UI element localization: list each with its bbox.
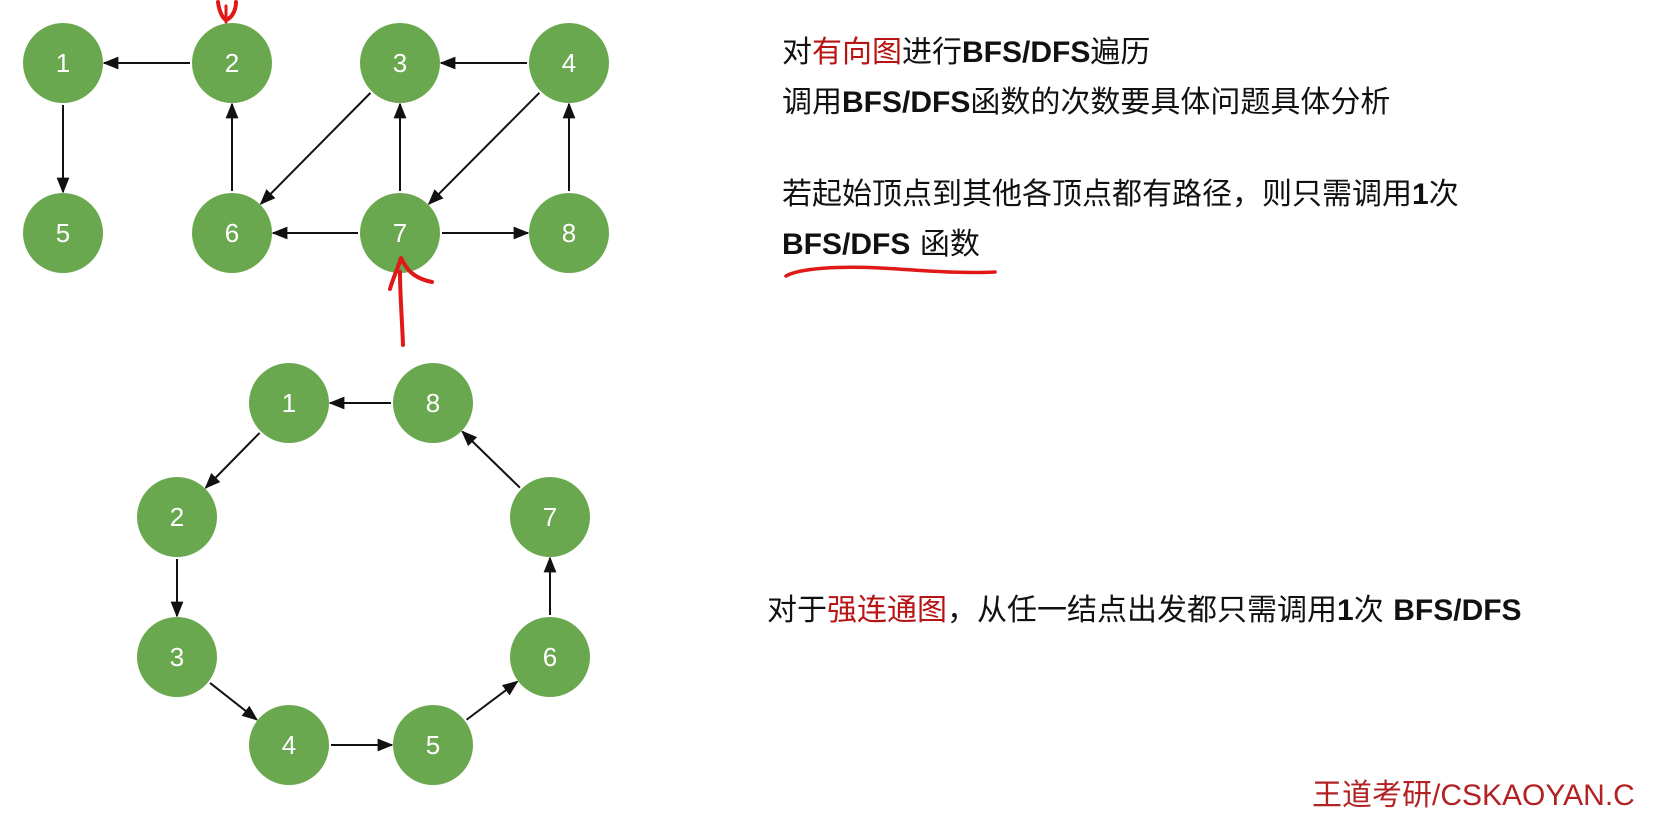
node-circle (137, 477, 217, 557)
node-label: 6 (543, 642, 557, 672)
top-node-2: 2 (192, 23, 272, 103)
watermark-footer: 王道考研/CSKAOYAN.C (1312, 779, 1635, 812)
node-circle (529, 193, 609, 273)
node-circle (192, 193, 272, 273)
top-node-5: 5 (23, 193, 103, 273)
node-label: 1 (282, 388, 296, 418)
bottom-node-5: 5 (393, 705, 473, 785)
bottom-node-2: 2 (137, 477, 217, 557)
node-label: 1 (56, 48, 70, 78)
node-circle (360, 23, 440, 103)
bottom-node-8: 8 (393, 363, 473, 443)
top-node-7: 7 (360, 193, 440, 273)
top-node-4: 4 (529, 23, 609, 103)
top-edge-4-to-7 (427, 92, 541, 206)
top-node-8: 8 (529, 193, 609, 273)
node-circle (23, 193, 103, 273)
text-line-1: 对有向图进行BFS/DFS遍历 (782, 35, 1151, 70)
node-label: 8 (426, 388, 440, 418)
text-line-2: 调用BFS/DFS函数的次数要具体问题具体分析 (782, 85, 1391, 120)
red-annotations (216, 0, 997, 347)
top-node-3: 3 (360, 23, 440, 103)
node-circle (510, 477, 590, 557)
red-underline-bfs-dfs (784, 265, 997, 278)
node-circle (393, 705, 473, 785)
node-circle (192, 23, 272, 103)
bottom-edge-1-to-2 (204, 432, 261, 489)
node-label: 4 (282, 730, 296, 760)
node-label: 2 (170, 502, 184, 532)
node-circle (510, 617, 590, 697)
bottom-node-4: 4 (249, 705, 329, 785)
bottom-node-1: 1 (249, 363, 329, 443)
node-circle (360, 193, 440, 273)
node-label: 4 (562, 48, 576, 78)
node-circle (23, 23, 103, 103)
node-label: 6 (225, 218, 239, 248)
node-label: 3 (170, 642, 184, 672)
bottom-node-7: 7 (510, 477, 590, 557)
node-circle (393, 363, 473, 443)
top-edge-3-to-6 (259, 92, 372, 205)
bottom-node-6: 6 (510, 617, 590, 697)
top-node-1: 1 (23, 23, 103, 103)
bottom-edge-5-to-6 (465, 680, 519, 721)
node-circle (137, 617, 217, 697)
node-label: 8 (562, 218, 576, 248)
node-circle (529, 23, 609, 103)
text-line-5: 对于强连通图，从任一结点出发都只需调用1次 BFS/DFS (767, 593, 1522, 628)
bottom-edge-3-to-4 (209, 682, 259, 721)
red-arrow-head-node-7 (388, 256, 434, 291)
node-label: 7 (393, 218, 407, 248)
text-line-3: 若起始顶点到其他各顶点都有路径，则只需调用1次 (782, 177, 1459, 212)
bottom-node-3: 3 (137, 617, 217, 697)
top-node-6: 6 (192, 193, 272, 273)
node-circle (249, 705, 329, 785)
node-label: 3 (393, 48, 407, 78)
red-arrow-shaft-node-7 (398, 270, 405, 347)
bottom-edge-7-to-8 (461, 430, 521, 489)
node-label: 5 (56, 218, 70, 248)
node-label: 7 (543, 502, 557, 532)
node-circle (249, 363, 329, 443)
text-line-4: BFS/DFS 函数 (782, 227, 980, 262)
node-label: 2 (225, 48, 239, 78)
node-label: 5 (426, 730, 440, 760)
